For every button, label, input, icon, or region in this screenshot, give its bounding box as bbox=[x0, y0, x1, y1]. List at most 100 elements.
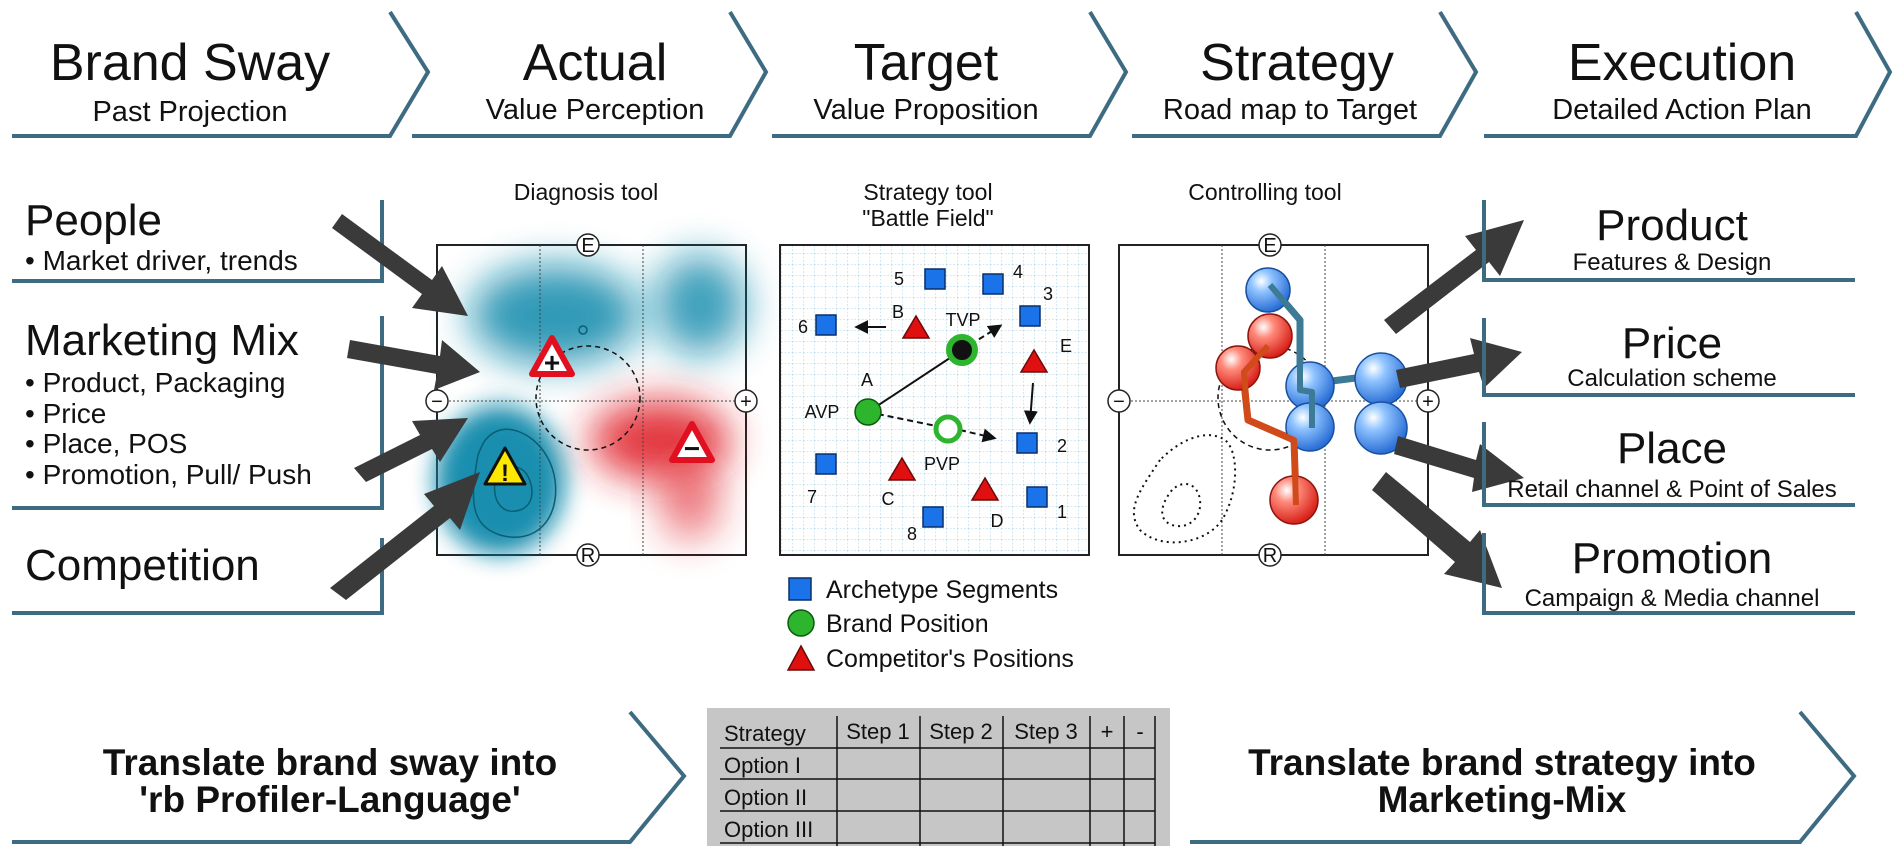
output-subtitle: Campaign & Media channel bbox=[1525, 585, 1820, 612]
axis-marker-e: E bbox=[581, 235, 594, 257]
segment-label: 4 bbox=[1013, 262, 1023, 282]
input-bracket bbox=[12, 316, 384, 510]
stage-chevron-shape bbox=[772, 10, 1129, 138]
bottom-chevron-right: Translate brand strategy into Marketing-… bbox=[1190, 710, 1857, 844]
table-row-label: Option I bbox=[724, 753, 801, 778]
stage-chevron-shape bbox=[1484, 11, 1893, 138]
heat-blob-blue bbox=[470, 265, 640, 365]
input-bullet: • Price bbox=[25, 398, 106, 429]
table-background bbox=[707, 708, 1170, 846]
input-marketing-mix: Marketing Mix • Product, Packaging • Pri… bbox=[12, 316, 384, 510]
competitor-marker-e bbox=[1019, 348, 1049, 373]
warning-sign-plus: + bbox=[529, 335, 575, 378]
legend-competitor-marker bbox=[786, 644, 816, 671]
input-title: People bbox=[25, 196, 162, 245]
output-subtitle: Retail channel & Point of Sales bbox=[1507, 476, 1837, 503]
target-zone-circle bbox=[535, 345, 641, 451]
output-subtitle: Features & Design bbox=[1573, 249, 1772, 276]
output-title: Price bbox=[1622, 319, 1722, 368]
bottom-right-line2: Marketing-Mix bbox=[1378, 779, 1627, 820]
diagnosis-tool-label: Diagnosis tool bbox=[514, 179, 658, 205]
legend-brand-marker bbox=[787, 609, 815, 637]
bottom-chevron-shape bbox=[1190, 710, 1857, 844]
heat-blob-blue bbox=[655, 255, 745, 355]
table-row-label: Option III bbox=[724, 817, 813, 842]
input-title: Competition bbox=[25, 541, 260, 590]
output-place: Place Retail channel & Point of Sales bbox=[1482, 422, 1855, 507]
segment-marker-8 bbox=[922, 506, 944, 528]
stage-title: Execution bbox=[1568, 34, 1796, 92]
minus-symbol: − bbox=[684, 433, 700, 464]
output-arrow-price bbox=[1396, 338, 1522, 388]
table-header-cell: Step 2 bbox=[929, 719, 993, 744]
stage-title: Strategy bbox=[1200, 34, 1394, 92]
competitor-marker-d bbox=[970, 476, 1000, 501]
stage-actual: Actual Value Perception bbox=[412, 10, 769, 138]
axis-marker-top: E bbox=[576, 233, 600, 257]
bottom-left-line2: 'rb Profiler-Language' bbox=[139, 779, 520, 820]
brand-position-pvp bbox=[933, 414, 963, 444]
strategy-tool-label: Strategy tool bbox=[863, 179, 992, 205]
axis-marker-circle bbox=[1258, 543, 1282, 567]
axis-marker-minus: − bbox=[431, 391, 443, 413]
competitor-label: E bbox=[1060, 336, 1072, 356]
output-subtitle: Calculation scheme bbox=[1567, 365, 1776, 392]
position-label-avp: AVP bbox=[805, 402, 840, 422]
input-arrow-price bbox=[354, 418, 468, 482]
output-title: Promotion bbox=[1572, 534, 1773, 583]
input-bullet: • Market driver, trends bbox=[25, 245, 298, 276]
axis-marker-plus: + bbox=[740, 391, 752, 413]
caution-sign: ! bbox=[483, 446, 527, 487]
contour-line bbox=[472, 428, 557, 538]
diagnosis-map: + − ! E R − + bbox=[425, 233, 758, 567]
axis-marker-top: E bbox=[1258, 233, 1282, 257]
segment-marker-3 bbox=[1019, 305, 1041, 327]
axis-marker-circle bbox=[1107, 389, 1131, 413]
position-label-pvp: PVP bbox=[924, 454, 960, 474]
contour-small bbox=[578, 325, 588, 335]
archetype-segments bbox=[815, 268, 1048, 528]
heat-blobs bbox=[435, 255, 745, 555]
input-people: People • Market driver, trends bbox=[12, 196, 384, 283]
stage-title: Target bbox=[854, 34, 999, 92]
stage-subtitle: Past Projection bbox=[92, 96, 287, 128]
heat-blob-red bbox=[660, 460, 720, 540]
segment-label: 2 bbox=[1057, 436, 1067, 456]
input-bullet: • Promotion, Pull/ Push bbox=[25, 459, 312, 490]
axis-marker-circle bbox=[1258, 233, 1282, 257]
axis-marker-right: + bbox=[734, 389, 758, 413]
stage-target: Target Value Proposition bbox=[772, 10, 1129, 138]
legend-brand-label: Brand Position bbox=[826, 610, 989, 638]
segment-label: 1 bbox=[1057, 502, 1067, 522]
heat-blob-red bbox=[590, 400, 730, 480]
axis-marker-circle bbox=[425, 389, 449, 413]
warning-triangle bbox=[669, 421, 715, 463]
input-arrows bbox=[330, 214, 480, 600]
bottom-left-line1: Translate brand sway into bbox=[103, 742, 557, 783]
stage-subtitle: Value Perception bbox=[486, 94, 705, 126]
controlling-ball-blue bbox=[1245, 267, 1291, 313]
warning-triangle bbox=[529, 335, 575, 377]
table-header-cell: + bbox=[1101, 719, 1114, 744]
output-arrow-place bbox=[1394, 436, 1524, 492]
axis-marker-circle bbox=[1416, 389, 1440, 413]
caution-triangle bbox=[483, 446, 527, 486]
bottom-chevron-left: Translate brand sway into 'rb Profiler-L… bbox=[12, 710, 687, 844]
controlling-map: E R − + bbox=[1107, 233, 1440, 567]
axis-marker-r: R bbox=[581, 545, 595, 567]
output-arrow-promotion bbox=[1372, 472, 1502, 588]
competitor-marker-b bbox=[901, 314, 931, 339]
segment-label: 8 bbox=[907, 524, 917, 544]
vector-avp-tvp bbox=[867, 349, 963, 413]
segment-label: 6 bbox=[798, 317, 808, 337]
axis-marker-circle bbox=[734, 389, 758, 413]
input-title: Marketing Mix bbox=[25, 316, 299, 365]
segment-label: 5 bbox=[894, 269, 904, 289]
output-arrow-product bbox=[1384, 220, 1524, 334]
legend-segment-label: Archetype Segments bbox=[826, 576, 1058, 604]
input-bullet: • Product, Packaging bbox=[25, 367, 285, 398]
controlling-tool-label: Controlling tool bbox=[1188, 179, 1341, 205]
axis-marker-plus: + bbox=[1422, 391, 1434, 413]
output-product: Product Features & Design bbox=[1482, 200, 1855, 282]
